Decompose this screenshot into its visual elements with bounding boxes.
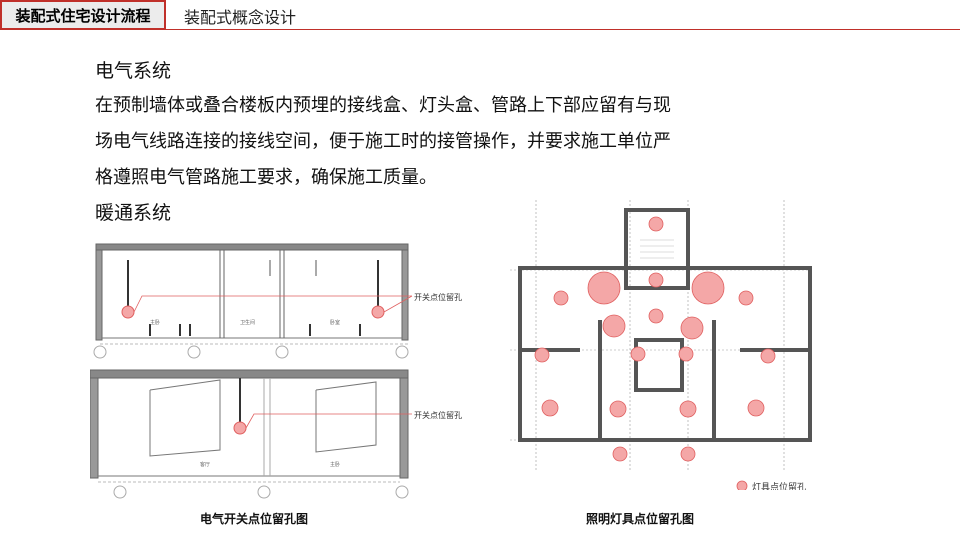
right-figure-caption: 照明灯具点位留孔图	[586, 512, 695, 526]
light-hole-15	[609, 400, 627, 418]
annotation-1: 开关点位留孔	[414, 292, 462, 302]
light-hole-11	[760, 348, 776, 364]
annotation-2: 开关点位留孔	[414, 410, 462, 420]
grid-bubble-7	[395, 485, 409, 499]
light-hole-17	[747, 399, 765, 417]
light-hole-12	[630, 346, 646, 362]
grid-bubble-5	[113, 485, 127, 499]
light-hole-4	[648, 272, 664, 288]
room-label-1: 主卧	[150, 319, 160, 326]
plan-core-wall	[634, 338, 684, 392]
room-label-5: 主卧	[330, 461, 340, 468]
hvac-heading: 暖通系统	[95, 202, 172, 224]
light-hole-5	[553, 290, 569, 306]
light-hole-10	[534, 347, 550, 363]
legend-label: 灯具点位留孔	[752, 481, 806, 490]
electrical-heading: 电气系统	[95, 60, 172, 82]
switch-hole-2	[371, 305, 385, 319]
electrical-switch-drawing: 开关点位留孔 开关点位留孔 主卧 卫生间 卧室 客厅 主卧	[90, 243, 462, 499]
grid-bubble-2	[187, 345, 201, 359]
electrical-line-2: 场电气线路连接的接线空间，便于施工时的接管操作，并要求施工单位严	[95, 131, 671, 152]
leader-line-2	[383, 295, 413, 313]
light-hole-3	[691, 271, 725, 305]
light-hole-18	[612, 446, 628, 462]
light-hole-14	[541, 399, 559, 417]
plan-stair-wall	[624, 208, 690, 290]
upper-wall-right	[401, 249, 409, 341]
room-label-3: 卧室	[330, 319, 340, 326]
switch-hole-3	[233, 421, 247, 435]
grid-bubble-1	[93, 345, 107, 359]
door-frame-2	[315, 381, 377, 453]
room-label-4: 客厅	[200, 461, 210, 468]
light-hole-1	[648, 216, 664, 232]
legend-swatch	[736, 480, 748, 490]
grid-bubble-6	[257, 485, 271, 499]
electrical-line-1: 在预制墙体或叠合楼板内预埋的接线盒、灯头盒、管路上下部应留有与现	[95, 95, 671, 116]
light-hole-6	[738, 290, 754, 306]
left-figure-caption: 电气开关点位留孔图	[200, 512, 309, 526]
content-text: 电气系统 在预制墙体或叠合楼板内预埋的接线盒、灯头盒、管路上下部应留有与现 场电…	[95, 58, 755, 226]
electrical-line-3: 格遵照电气管路施工要求，确保施工质量。	[95, 167, 437, 188]
grid-bubble-3	[275, 345, 289, 359]
lighting-plan-drawing: 灯具点位留孔	[510, 200, 812, 490]
page-subtitle: 装配式概念设计	[184, 8, 297, 27]
light-hole-7	[648, 308, 664, 324]
upper-slab	[95, 243, 409, 251]
lower-wall-left	[90, 377, 99, 479]
lower-slab	[90, 369, 409, 379]
header-divider	[166, 29, 960, 30]
upper-wall-left	[95, 249, 103, 341]
light-hole-19	[680, 446, 696, 462]
lower-wall-right	[399, 377, 409, 479]
grid-bubble-4	[395, 345, 409, 359]
light-hole-16	[679, 400, 697, 418]
light-hole-13	[678, 346, 694, 362]
light-hole-2	[587, 271, 621, 305]
section-tab[interactable]: 装配式住宅设计流程	[0, 0, 166, 30]
room-label-2: 卫生间	[240, 319, 255, 326]
light-hole-9	[680, 316, 704, 340]
door-frame-1	[149, 379, 221, 457]
leader-line-1	[133, 295, 412, 313]
switch-hole-1	[121, 305, 135, 319]
leader-line-3	[245, 413, 412, 429]
light-hole-8	[602, 314, 626, 338]
